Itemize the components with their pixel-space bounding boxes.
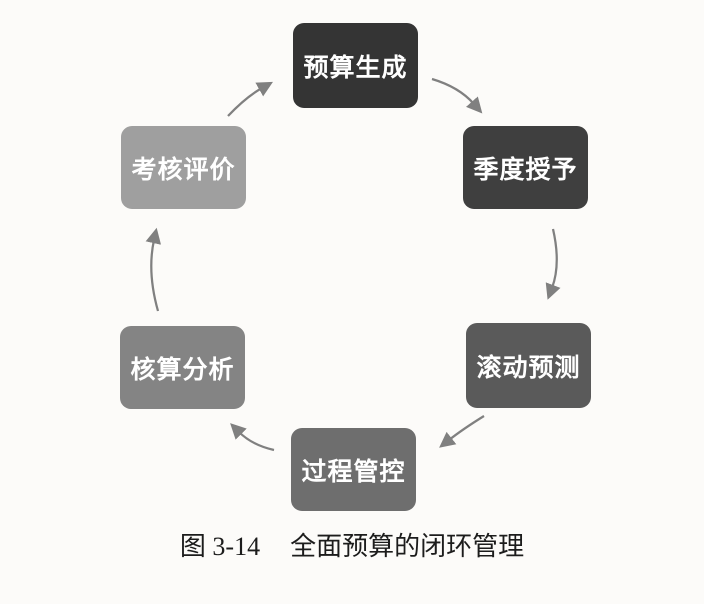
arrow-quarter-to-rolling-icon: [545, 228, 561, 300]
arrow-process-to-accounting-icon: [230, 423, 275, 452]
arrow-accounting-to-review-icon: [145, 227, 162, 312]
node-budget-generation: 预算生成: [293, 23, 418, 108]
node-accounting-analysis: 核算分析: [120, 326, 245, 409]
arrow-rolling-to-process-icon: [439, 415, 485, 448]
node-rolling-forecast-label: 滚动预测: [476, 353, 581, 382]
arrow-budget-to-quarter-icon: [431, 77, 483, 114]
node-process-control-label: 过程管控: [301, 457, 406, 486]
node-accounting-analysis-label: 核算分析: [130, 355, 235, 384]
node-rolling-forecast: 滚动预测: [466, 323, 591, 408]
node-quarterly-grant-label: 季度授予: [473, 155, 578, 184]
arrow-review-to-budget-icon: [227, 81, 273, 117]
node-assessment-review-label: 考核评价: [131, 155, 236, 184]
node-quarterly-grant: 季度授予: [463, 126, 588, 209]
node-assessment-review: 考核评价: [121, 126, 246, 209]
node-process-control: 过程管控: [291, 428, 416, 511]
node-budget-generation-label: 预算生成: [303, 53, 408, 82]
figure-caption: 图 3-14 全面预算的闭环管理: [0, 530, 704, 564]
figure-title: 全面预算的闭环管理: [290, 532, 525, 561]
figure-number: 图 3-14: [179, 532, 261, 561]
